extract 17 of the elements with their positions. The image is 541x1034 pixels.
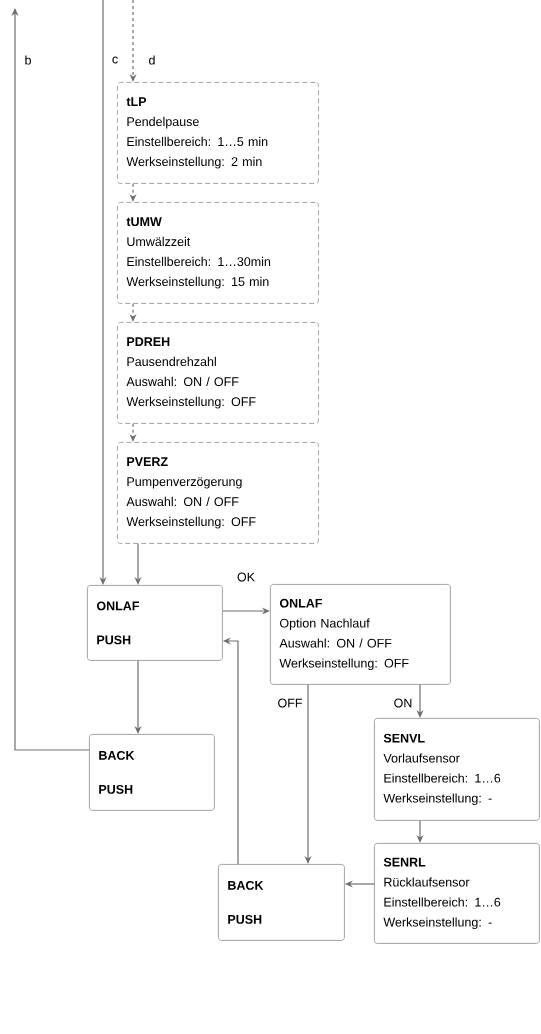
edge-label: b xyxy=(23,54,33,66)
optional-parameter-box: tLP Pendelpause Einstellbereich: 1…5 min Werkseinstellung: 2 min xyxy=(117,82,319,184)
edge-label: OFF xyxy=(276,697,304,709)
optional-parameter-box: PVERZ Pumpenverzögerung Auswahl: ON / OFF Werkseinstellung: OFF xyxy=(117,442,319,544)
menu-box: BACK PUSH xyxy=(218,864,345,941)
parameter-box: SENRL Rücklaufsensor Einstellbereich: 1…6 Werkseinstellung: - xyxy=(374,843,540,944)
menu-box: ONLAF PUSH xyxy=(87,585,223,661)
arrow xyxy=(11,8,90,751)
parameter-box: ONLAF Option Nachlauf Auswahl: ON / OFF Werkseinstellung: OFF xyxy=(270,584,451,685)
menu-box: BACK PUSH xyxy=(89,734,215,811)
edge-label: c xyxy=(110,55,120,65)
edge-label: d xyxy=(147,54,157,66)
optional-parameter-box: tUMW Umwälzzeit Einstellbereich: 1…30min Werkseinstellung: 15 min xyxy=(117,202,319,304)
edge-label: ON xyxy=(392,697,414,709)
edge-label: OK xyxy=(235,571,257,583)
optional-parameter-box: PDREH Pausendrehzahl Auswahl: ON / OFF Werkseinstellung: OFF xyxy=(117,322,319,424)
parameter-box: SENVL Vorlaufsensor Einstellbereich: 1…6 Werkseinstellung: - xyxy=(374,718,540,821)
